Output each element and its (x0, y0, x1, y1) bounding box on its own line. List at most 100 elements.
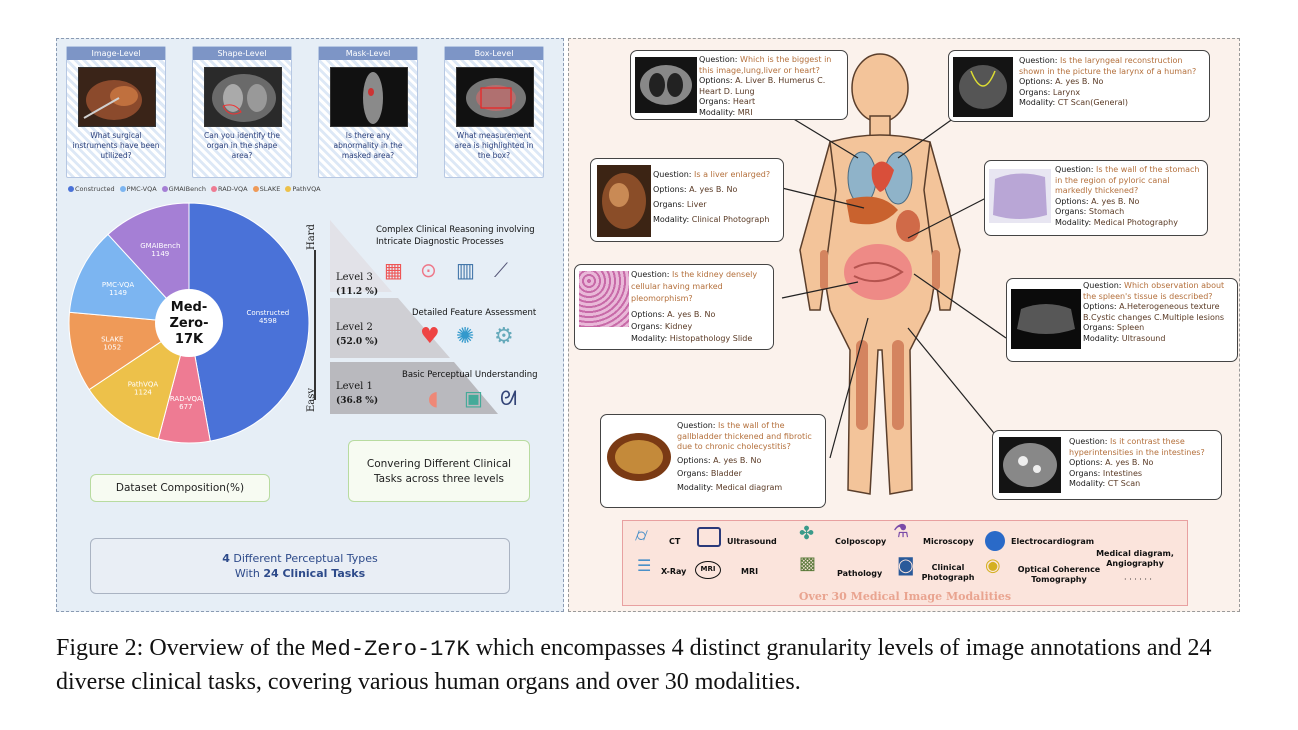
legend-item: SLAKE (252, 185, 280, 193)
ct-chest-image (635, 57, 697, 113)
search-tablet-icon: ⊙ (420, 258, 437, 282)
histopathology-image (579, 271, 629, 327)
modality-label: Clinical Photograph (921, 563, 975, 582)
ct-abdomen-image (999, 437, 1061, 493)
pie-center-hole (155, 289, 223, 357)
legend-item: RAD-VQA (210, 185, 248, 193)
mask-level-card: Mask-Level Is there any abnormality in t… (318, 46, 418, 178)
pie-slice-constructed (188, 202, 310, 442)
card-question: What surgical instruments have been util… (72, 131, 160, 160)
pie-slice-name: RAD-VQA (170, 395, 202, 403)
gears-icon: ⚙ (494, 324, 514, 349)
modalities-title: Over 30 Medical Image Modalities (798, 590, 1012, 603)
card-header: Box-Level (445, 47, 543, 60)
more-ellipsis: · · · · · · (1124, 575, 1152, 584)
figure-caption: Figure 2: Overview of the Med-Zero-17K w… (56, 635, 1212, 695)
qa-text: Question: Is the kidney densely cellular… (631, 270, 758, 343)
qa-text: Question: Is a liver enlarged? Options: … (653, 170, 771, 224)
colposcopy-icon: ✤ (799, 523, 815, 544)
shape-level-card: Shape-Level Can you identify the organ i… (192, 46, 292, 178)
level-3-description: Complex Clinical Reasoning involving Int… (376, 225, 535, 247)
ultrasound-image (1011, 289, 1081, 349)
difficulty-arrow (314, 250, 316, 400)
modalities-box: ⌭ CT Ultrasound ✤ Colposcopy ⚗ Microscop… (622, 520, 1188, 606)
ultrasound-icon (697, 527, 721, 547)
ecg-icon (985, 531, 1005, 551)
card-header: Shape-Level (193, 47, 291, 60)
pie-center-label: Med- Zero-17K (156, 300, 222, 348)
gallbladder-image (605, 423, 673, 491)
modality-label: Pathology (837, 569, 883, 578)
legend-item: Constructed (68, 185, 115, 193)
pie-slice-gmaibench (107, 202, 190, 325)
pie-slice-value: 1124 (134, 388, 152, 396)
human-body-figure (799, 53, 961, 495)
ct-shape-image (204, 67, 282, 127)
qa-card-intestines: Question: Is it contrast these hyperinte… (992, 430, 1222, 500)
modality-label: X-Ray (661, 567, 687, 576)
modality-label: MRI (741, 567, 759, 576)
modality-label: Ultrasound (727, 537, 777, 546)
modality-label: Electrocardiogram (1011, 537, 1095, 546)
modality-label: Optical Coherence Tomography (1017, 565, 1101, 584)
chart-card-icon: ▣ (464, 386, 483, 410)
pie-slice-value: 4598 (259, 317, 277, 325)
pie-slice-pmc-vqa (68, 233, 191, 324)
stomach-photo-image (989, 169, 1051, 223)
mask-image (330, 67, 408, 127)
modality-label: Colposcopy (835, 537, 887, 546)
virus-icon: ✺ (456, 324, 475, 349)
pie-slice-value: 1052 (103, 344, 121, 352)
xray-icon: ▥ (456, 258, 475, 282)
card-question: Can you identify the organ in the shape … (203, 131, 280, 160)
qa-card-stomach: Question: Is the wall of the stomach in … (984, 160, 1208, 236)
legend-item: PathVQA (285, 185, 321, 193)
pie-slice-value: 677 (179, 403, 192, 411)
chart-legend: Constructed PMC-VQA GMAIBench RAD-VQA SL… (68, 185, 321, 193)
modality-label: Microscopy (923, 537, 974, 546)
qa-text: Question: Which is the biggest in this i… (699, 55, 832, 117)
difficulty-triangle (330, 220, 498, 414)
lungs-ct-icon: ⌭ (635, 525, 648, 546)
level-1-label: Level 1(36.8 %) (336, 381, 379, 406)
perceptual-types-box: 4 Different Perceptual Types With 24 Cli… (90, 538, 510, 594)
eye-icon: ◉ (985, 555, 1001, 576)
legend-item: GMAIBench (161, 185, 206, 193)
stomach-icon: ◖ (428, 386, 439, 410)
card-question: Is there any abnormality in the masked a… (333, 131, 403, 160)
pathology-icon: ▩ (799, 553, 817, 574)
level-3-label: Level 3(11.2 %) (336, 272, 379, 297)
modality-label: CT (669, 537, 681, 546)
xray-icon: ☰ (637, 556, 652, 575)
qa-text: Question: Is the wall of the stomach in … (1055, 165, 1200, 227)
pie-slice-value: 1149 (151, 250, 169, 258)
box-image (456, 67, 534, 127)
qa-text: Question: Which observation about the sp… (1083, 281, 1225, 343)
microscope-icon: ⚗ (893, 521, 910, 542)
level-2-label: Level 2(52.0 %) (336, 322, 379, 347)
box-level-card: Box-Level What measurement area is highl… (444, 46, 544, 178)
card-question: What measurement area is highlighted in … (454, 131, 534, 160)
dataset-composition-box: Dataset Composition(%) (90, 474, 270, 502)
qa-text: Question: Is the laryngeal reconstructio… (1019, 56, 1197, 107)
card-header: Mask-Level (319, 47, 417, 60)
pie-slice-name: Constructed (247, 309, 290, 317)
heartbeat-icon: ♥ (420, 324, 440, 349)
composition-pie-chart: Constructed4598RAD-VQA677PathVQA1124SLAK… (68, 202, 310, 444)
pie-center-line: Zero-17K (169, 316, 209, 347)
qa-card-spleen: Question: Which observation about the sp… (1006, 278, 1238, 362)
test-tube-icon: ⟋ (494, 258, 508, 282)
pie-slice-pathvqa (88, 321, 190, 440)
liver-photo-image (597, 165, 651, 237)
qa-text: Question: Is it contrast these hyperinte… (1069, 437, 1205, 488)
pie-slice-name: PathVQA (128, 380, 159, 388)
pie-center-line: Med- (170, 300, 208, 315)
qa-card-bladder: Question: Is the wall of the gallbladder… (600, 414, 826, 508)
pie-slice-value: 1149 (109, 289, 127, 297)
clinical-tasks-box: Convering Different Clinical Tasks acros… (348, 440, 530, 502)
connector-lines (781, 97, 1007, 459)
level-1-description: Basic Perceptual Understanding (402, 370, 538, 380)
doctor-screen-icon: ▦ (384, 258, 403, 282)
qa-card-kidney: Question: Is the kidney densely cellular… (574, 264, 774, 350)
qa-card-larynx: Question: Is the laryngeal reconstructio… (948, 50, 1210, 122)
